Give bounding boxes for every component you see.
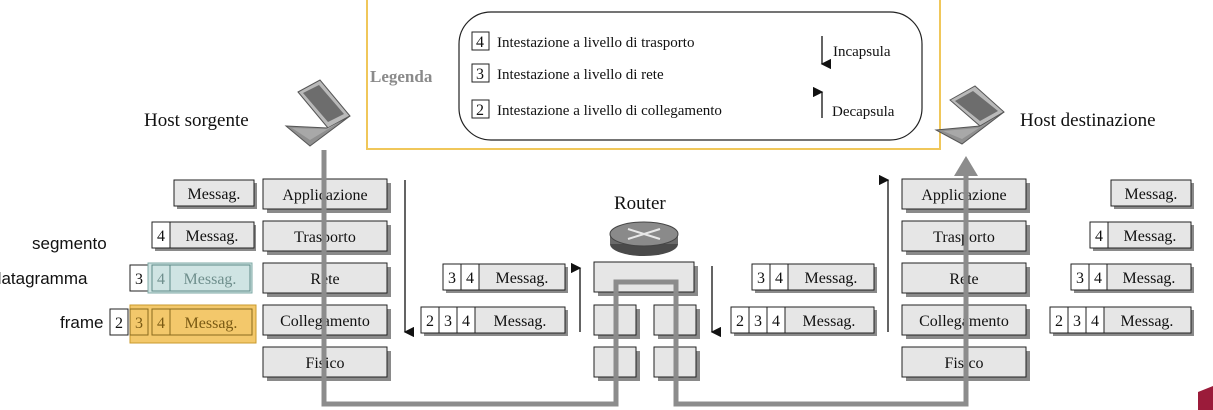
segment-annotation: segmento bbox=[32, 234, 107, 253]
legend-decapsulate: Decapsula bbox=[832, 104, 895, 120]
legend-header-2-box bbox=[471, 99, 490, 119]
legend: Legenda 4 Intestazione a livello di tras… bbox=[366, 0, 941, 150]
rout-link-message bbox=[784, 306, 875, 334]
source-frame-message-text: Messag. bbox=[185, 315, 238, 332]
source-frame-header-3 bbox=[129, 308, 149, 336]
data-path-line bbox=[321, 150, 969, 407]
source-host-label: Host sorgente bbox=[144, 110, 249, 131]
source-stack: Applicazione Trasporto Rete Collegamento… bbox=[262, 178, 415, 381]
dest-dgram-message-text: Messag. bbox=[1123, 270, 1176, 287]
data-path-arrowhead-icon bbox=[954, 156, 978, 176]
rin-link-message-text: Messag. bbox=[494, 313, 547, 330]
source-dgram-h4: 4 bbox=[157, 271, 165, 288]
source-seg-message-text: Messag. bbox=[186, 228, 239, 245]
rout-link-h4: 4 bbox=[772, 313, 780, 330]
source-packets: Messag. 4 Messag. 3 4 Messag. 2 3 4 Mess… bbox=[109, 179, 257, 344]
source-seg-message bbox=[169, 221, 255, 249]
dest-frame-h3: 3 bbox=[1073, 313, 1081, 330]
destination-stack: Applicazione Trasporto Rete Collegamento… bbox=[878, 174, 1030, 381]
source-frame-h3: 3 bbox=[135, 315, 143, 332]
legend-encapsulate: Incapsula bbox=[833, 44, 891, 60]
destination-packets: Messag. 4 Messag. 3 4 Messag. 2 3 4 Mess… bbox=[1049, 179, 1194, 336]
source-frame-h4: 4 bbox=[157, 315, 165, 332]
rout-link-h2: 2 bbox=[736, 313, 744, 330]
rin-net-h4: 4 bbox=[466, 270, 474, 287]
rout-net-message-text: Messag. bbox=[805, 270, 858, 287]
legend-header-2-num: 2 bbox=[476, 102, 484, 119]
destination-laptop-icon bbox=[934, 85, 1005, 145]
rin-net-message-text: Messag. bbox=[496, 270, 549, 287]
corner-accent bbox=[1198, 386, 1213, 410]
source-app-message-text: Messag. bbox=[188, 186, 241, 203]
legend-header-3-num: 3 bbox=[476, 66, 484, 83]
rout-net-message bbox=[787, 263, 875, 291]
source-frame-header-2 bbox=[109, 308, 129, 336]
router-network-layer bbox=[593, 261, 695, 293]
rin-link-h3: 3 bbox=[444, 313, 452, 330]
legend-inner-frame bbox=[458, 11, 923, 141]
datagram-annotation: datagramma bbox=[0, 269, 88, 288]
legend-header-4-num: 4 bbox=[476, 34, 484, 51]
router-icon bbox=[609, 221, 679, 256]
rout-net-h4: 4 bbox=[775, 270, 783, 287]
dest-frame-h4: 4 bbox=[1091, 313, 1099, 330]
rout-net-h3: 3 bbox=[757, 270, 765, 287]
frame-annotation: frame bbox=[60, 313, 103, 332]
router-incoming-packets: 3 4 Messag. 2 3 4 Messag. bbox=[420, 263, 568, 336]
source-app-message bbox=[173, 179, 255, 207]
rin-link-message bbox=[474, 306, 566, 334]
frame-highlight bbox=[129, 304, 257, 344]
legend-item-network: Intestazione a livello di rete bbox=[497, 67, 664, 83]
dest-seg-message bbox=[1107, 221, 1192, 249]
source-frame-h2: 2 bbox=[115, 315, 123, 332]
source-dgram-h3: 3 bbox=[135, 271, 143, 288]
legend-item-transport: Intestazione a livello di trasporto bbox=[497, 35, 694, 51]
legend-title: Legenda bbox=[370, 67, 433, 86]
source-laptop-icon bbox=[284, 79, 351, 147]
dest-app-message bbox=[1110, 179, 1192, 207]
source-frame-message bbox=[169, 308, 253, 336]
dest-dgram-message bbox=[1106, 263, 1192, 291]
rout-link-message-text: Messag. bbox=[803, 313, 856, 330]
destination-host-label: Host destinazione bbox=[1020, 110, 1156, 131]
dest-dgram-h3: 3 bbox=[1076, 270, 1084, 287]
legend-header-3-box bbox=[471, 63, 490, 83]
rin-net-h3: 3 bbox=[448, 270, 456, 287]
source-seg-h4: 4 bbox=[157, 228, 165, 245]
dest-frame-message-text: Messag. bbox=[1121, 313, 1174, 330]
datagram-highlight bbox=[147, 262, 253, 294]
legend-item-link: Intestazione a livello di collegamento bbox=[497, 103, 722, 119]
dest-frame-h2: 2 bbox=[1055, 313, 1063, 330]
source-dgram-message-text: Messag. bbox=[184, 271, 237, 288]
rout-link-h3: 3 bbox=[754, 313, 762, 330]
rin-link-h2: 2 bbox=[426, 313, 434, 330]
legend-header-4-box bbox=[471, 31, 490, 51]
router-outgoing-packets: 3 4 Messag. 2 3 4 Messag. bbox=[730, 263, 877, 336]
legend-frame bbox=[366, 0, 941, 150]
rin-net-message bbox=[478, 263, 566, 291]
source-dgram-message bbox=[169, 264, 251, 292]
dest-dgram-h4: 4 bbox=[1094, 270, 1102, 287]
dest-app-message-text: Messag. bbox=[1125, 186, 1178, 203]
dest-seg-message-text: Messag. bbox=[1124, 228, 1177, 245]
dest-seg-h4: 4 bbox=[1095, 228, 1103, 245]
router-label: Router bbox=[614, 193, 666, 214]
dest-frame-message bbox=[1103, 306, 1192, 334]
rin-link-h4: 4 bbox=[462, 313, 470, 330]
